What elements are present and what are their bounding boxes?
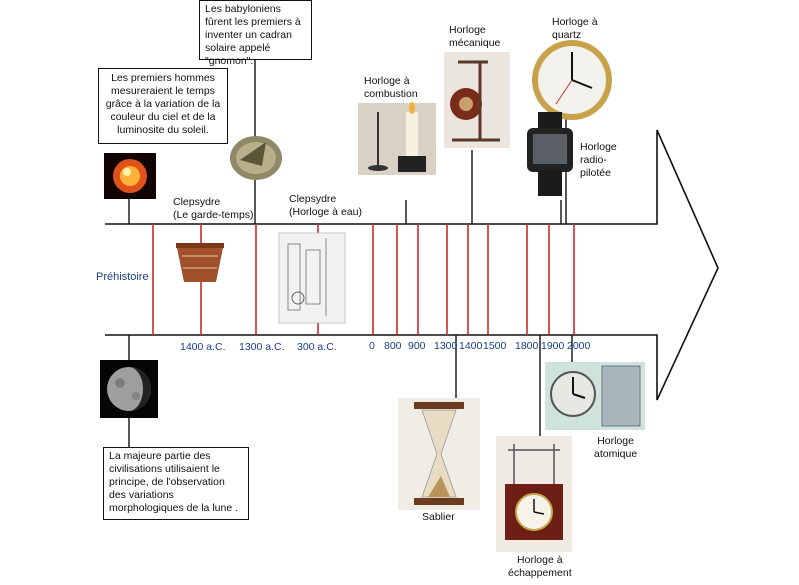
radio-watch-image xyxy=(527,112,573,196)
clepsydre-vase-image xyxy=(176,243,224,282)
label-quartz: Horloge à quartz xyxy=(552,16,598,41)
date-1400-ac: 1400 a.C. xyxy=(180,341,226,353)
note-premiers-hommes: Les premiers hommes mesureraient le temp… xyxy=(98,68,228,144)
sun-image xyxy=(104,153,156,199)
note-babyloniens: Les babyloniens fûrent les premiers à in… xyxy=(199,0,312,67)
label-sablier: Sablier xyxy=(422,511,455,523)
note-lune: La majeure partie des civilisations util… xyxy=(103,447,249,520)
date-0: 0 xyxy=(369,340,375,352)
date-300-ac: 300 a.C. xyxy=(297,341,337,353)
date-1300-ac: 1300 a.C. xyxy=(239,341,285,353)
moon-image xyxy=(100,360,158,418)
atomic-clock-image xyxy=(545,362,645,430)
era-prehistoire: Préhistoire xyxy=(96,271,149,283)
combustion-clock-image xyxy=(358,102,436,175)
sundial-image xyxy=(230,136,282,180)
label-clepsydre-eau: Clepsydre (Horloge à eau) xyxy=(289,193,362,218)
date-900: 900 xyxy=(408,340,426,352)
date-1800: 1800 xyxy=(515,340,539,352)
label-echappement: Horloge à échappement xyxy=(508,554,572,579)
hourglass-image xyxy=(398,398,480,510)
mechanical-clock-image xyxy=(444,52,510,148)
label-mecanique: Horloge mécanique xyxy=(449,24,501,49)
water-clock-image xyxy=(278,232,346,324)
label-atomique: Horloge atomique xyxy=(594,435,638,460)
label-radio-pilotee: Horloge radio- pilotée xyxy=(580,141,617,179)
date-1400: 1400 xyxy=(459,340,483,352)
date-1500: 1500 xyxy=(483,340,507,352)
date-1900: 1900 xyxy=(541,340,565,352)
date-800: 800 xyxy=(384,340,402,352)
escapement-clock-image xyxy=(496,436,572,552)
date-2000: 2000 xyxy=(567,340,591,352)
label-combustion: Horloge à combustion xyxy=(364,75,418,100)
quartz-clock-image xyxy=(532,40,612,120)
timeline-arrow-top xyxy=(105,129,719,401)
label-clepsydre-garde-temps: Clepsydre (Le garde-temps) xyxy=(173,196,254,221)
date-1300: 1300 xyxy=(434,340,458,352)
